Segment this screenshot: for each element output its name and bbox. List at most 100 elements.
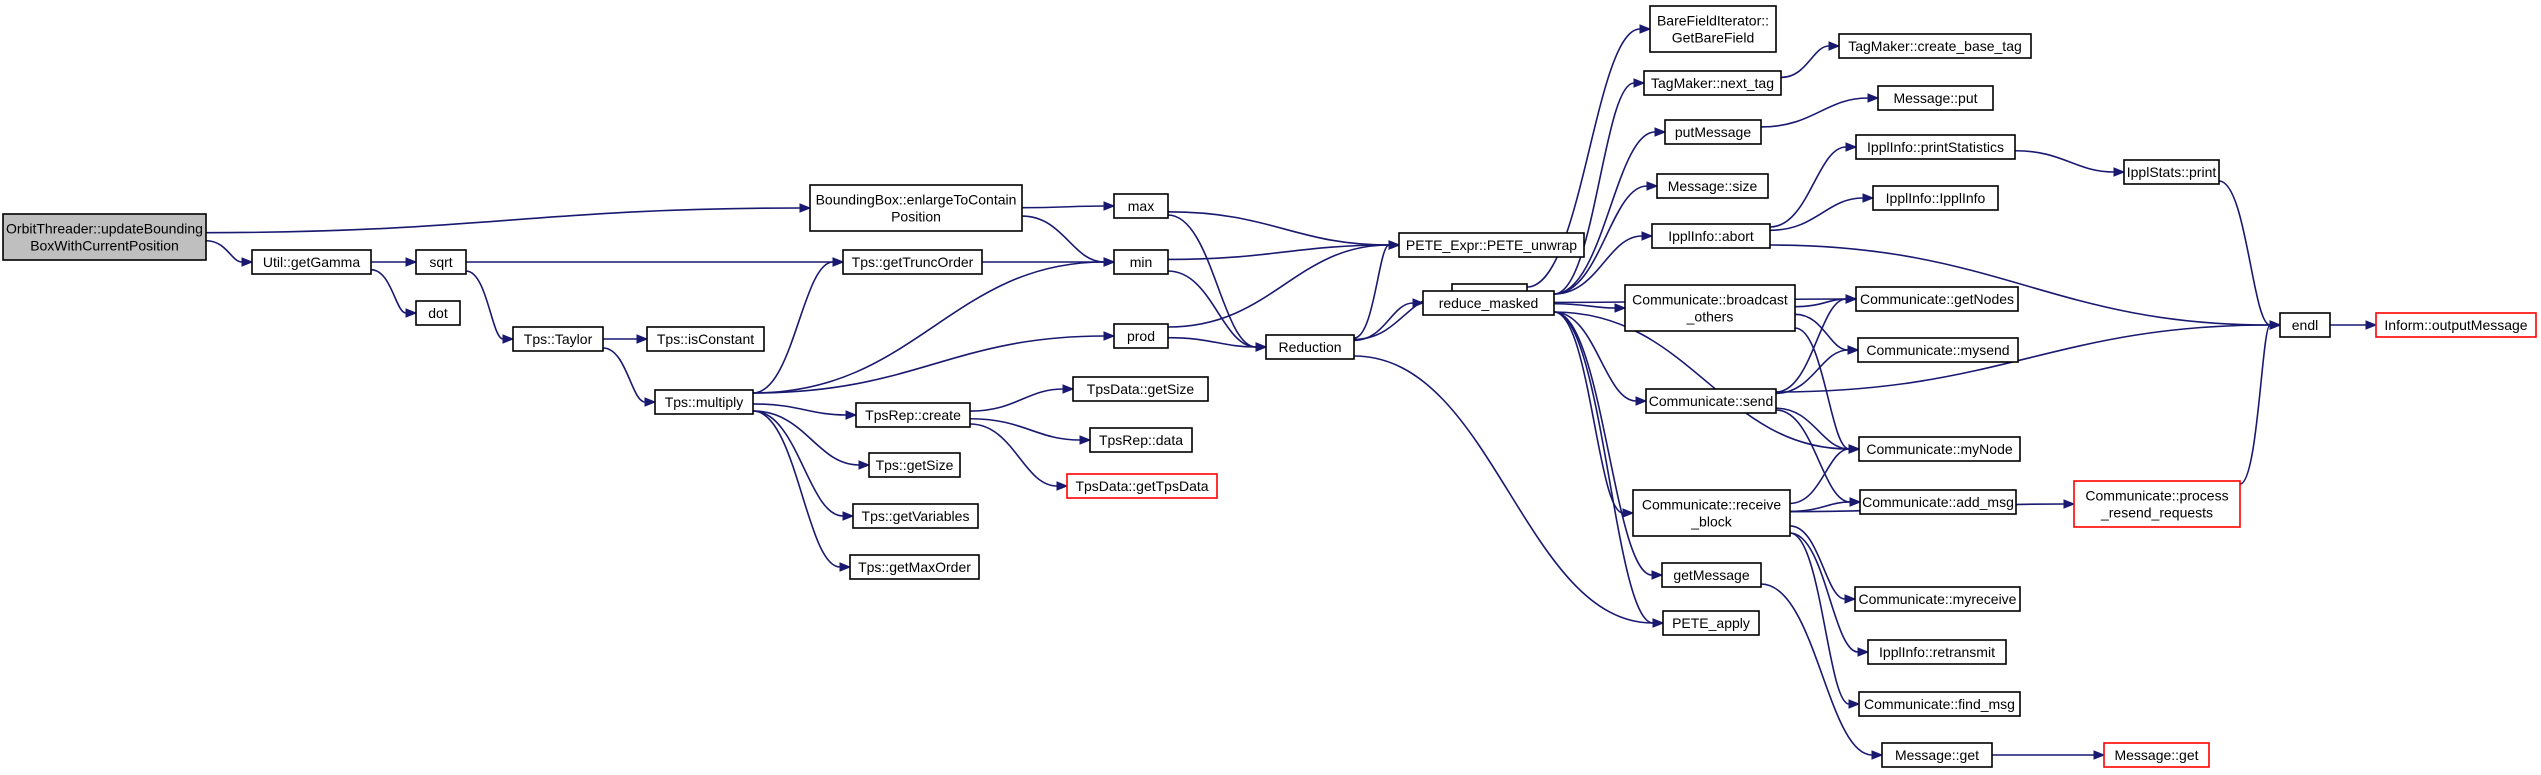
edge-reduce_masked-to-comm_send bbox=[1553, 311, 1648, 406]
node-message-get[interactable]: Message::get bbox=[1881, 742, 1993, 768]
node-tps-isconstant[interactable]: Tps::isConstant bbox=[646, 326, 765, 352]
node-reduction[interactable]: Reduction bbox=[1265, 334, 1355, 360]
node-comm-send[interactable]: Communicate::send bbox=[1645, 388, 1777, 414]
node-message-size[interactable]: Message::size bbox=[1656, 173, 1769, 199]
edge-line bbox=[602, 347, 646, 403]
node-label: Tps::Taylor bbox=[524, 331, 593, 347]
edge-reduce_masked-to-comm_receive bbox=[1553, 311, 1635, 518]
node-label: Tps::getVariables bbox=[862, 508, 970, 524]
node-ipplinfo-ipplinfo[interactable]: IpplInfo::IpplInfo bbox=[1872, 185, 1999, 211]
node-ipplinfo-printstats[interactable]: IpplInfo::printStatistics bbox=[1855, 134, 2016, 160]
arrowhead-icon bbox=[1848, 699, 1861, 709]
node-prod[interactable]: prod bbox=[1113, 323, 1169, 349]
edge-line bbox=[1021, 215, 1105, 263]
edge-line bbox=[1553, 302, 1616, 309]
node-pete-apply[interactable]: PETE_apply bbox=[1662, 610, 1760, 636]
node-box bbox=[852, 503, 979, 529]
node-box bbox=[1662, 610, 1760, 636]
arrowhead-icon bbox=[2093, 750, 2106, 760]
edge-line bbox=[752, 403, 847, 416]
arrowhead-icon bbox=[1103, 331, 1116, 341]
node-tps-taylor[interactable]: Tps::Taylor bbox=[512, 326, 604, 352]
arrowhead-icon bbox=[1639, 24, 1652, 34]
edge-line bbox=[1353, 355, 1654, 624]
node-tps-gettruncorder[interactable]: Tps::getTruncOrder bbox=[842, 249, 983, 275]
node-tpsdata-getsize[interactable]: TpsData::getSize bbox=[1072, 376, 1209, 402]
edge-line bbox=[1553, 131, 1656, 295]
node-util-getgamma[interactable]: Util::getGamma bbox=[251, 249, 372, 275]
edge-tps_gettruncorder-to-min bbox=[982, 257, 1116, 267]
node-message-get2[interactable]: Message::get bbox=[2103, 742, 2210, 768]
node-comm-getnodes[interactable]: Communicate::getNodes bbox=[1855, 286, 2019, 312]
node-endl[interactable]: endl bbox=[2279, 312, 2331, 338]
node-sqrt[interactable]: sqrt bbox=[415, 249, 467, 275]
node-label: TagMaker::create_base_tag bbox=[1848, 38, 2022, 54]
node-label: _resend_requests bbox=[2100, 505, 2213, 521]
node-reduce-masked[interactable]: reduce_masked bbox=[1422, 290, 1555, 316]
edge-line bbox=[752, 335, 1105, 394]
node-tpsrep-data[interactable]: TpsRep::data bbox=[1089, 427, 1193, 453]
arrowhead-icon bbox=[1255, 342, 1268, 352]
node-box bbox=[1066, 473, 1218, 499]
edge-comm_process-to-endl bbox=[2239, 320, 2282, 485]
node-comm-findmsg[interactable]: Communicate::find_msg bbox=[1858, 691, 2021, 717]
node-comm-addmsg[interactable]: Communicate::add_msg bbox=[1859, 489, 2017, 515]
edge-tps_multiply-to-tps_getmaxorder bbox=[752, 410, 852, 572]
node-tps-getvariables[interactable]: Tps::getVariables bbox=[852, 503, 979, 529]
node-dot[interactable]: dot bbox=[415, 300, 461, 326]
node-tps-multiply[interactable]: Tps::multiply bbox=[654, 389, 754, 415]
node-message-put[interactable]: Message::put bbox=[1877, 85, 1994, 111]
node-comm-broadcast[interactable]: Communicate::broadcast_others bbox=[1624, 284, 1796, 332]
node-inform-output[interactable]: Inform::outputMessage bbox=[2375, 312, 2537, 338]
node-ipplinfo-abort[interactable]: IpplInfo::abort bbox=[1651, 223, 1771, 249]
node-ipplstats-print[interactable]: IpplStats::print bbox=[2123, 159, 2220, 185]
node-min[interactable]: min bbox=[1113, 249, 1169, 275]
node-putmessage[interactable]: putMessage bbox=[1664, 119, 1762, 145]
node-comm-myreceive[interactable]: Communicate::myreceive bbox=[1854, 586, 2021, 612]
node-tagmaker-create[interactable]: TagMaker::create_base_tag bbox=[1838, 33, 2032, 59]
edge-line bbox=[1167, 211, 1390, 246]
node-label: Communicate::mysend bbox=[1866, 342, 2009, 358]
node-ipplinfo-retransmit[interactable]: IpplInfo::retransmit bbox=[1867, 639, 2007, 665]
node-label: Message::put bbox=[1893, 90, 1977, 106]
edge-line bbox=[752, 410, 841, 568]
edge-sqrt-to-tps_taylor bbox=[465, 270, 515, 344]
edge-putmessage-to-message_put bbox=[1760, 93, 1880, 128]
node-box bbox=[1838, 33, 2032, 59]
node-max[interactable]: max bbox=[1113, 193, 1169, 219]
node-comm-mysend[interactable]: Communicate::mysend bbox=[1857, 337, 2019, 363]
node-tpsdata-gettpsdata[interactable]: TpsData::getTpsData bbox=[1066, 473, 1218, 499]
edge-line bbox=[1553, 235, 1643, 295]
node-pete-unwrap[interactable]: PETE_Expr::PETE_unwrap bbox=[1398, 232, 1585, 258]
node-box bbox=[1089, 427, 1193, 453]
node-comm-receive[interactable]: Communicate::receive_block bbox=[1632, 489, 1791, 537]
node-barefield[interactable]: BareFieldIterator::GetBareField bbox=[1649, 5, 1777, 53]
node-tpsrep-create[interactable]: TpsRep::create bbox=[855, 402, 971, 428]
edge-tpsrep_create-to-tpsdata_gettpsdata bbox=[969, 423, 1069, 491]
node-box bbox=[1867, 639, 2007, 665]
node-getmessage[interactable]: getMessage bbox=[1661, 562, 1762, 588]
arrowhead-icon bbox=[1062, 384, 1075, 394]
node-tagmaker-next[interactable]: TagMaker::next_tag bbox=[1643, 70, 1782, 96]
node-box bbox=[1113, 323, 1169, 349]
edge-line bbox=[1353, 244, 1390, 339]
edge-line bbox=[1789, 525, 1846, 600]
node-tps-getsize[interactable]: Tps::getSize bbox=[868, 452, 961, 478]
node-root[interactable]: OrbitThreader::updateBoundingBoxWithCurr… bbox=[2, 213, 207, 261]
node-label: Message::get bbox=[2114, 747, 2198, 763]
node-label: sqrt bbox=[429, 254, 452, 270]
node-box bbox=[1422, 290, 1555, 316]
edge-tpsrep_create-to-tpsrep_data bbox=[969, 417, 1092, 445]
node-comm-mynode[interactable]: Communicate::myNode bbox=[1858, 436, 2021, 462]
node-tps-getmaxorder[interactable]: Tps::getMaxOrder bbox=[849, 554, 980, 580]
node-box bbox=[2375, 312, 2537, 338]
edge-reduce_masked-to-message_size bbox=[1553, 181, 1659, 295]
arrowhead-icon bbox=[1633, 78, 1646, 88]
edge-reduce_masked-to-ipplinfo_abort bbox=[1553, 231, 1654, 295]
node-label: prod bbox=[1127, 328, 1155, 344]
edge-comm_receive-to-comm_myreceive bbox=[1789, 525, 1857, 604]
arrowhead-icon bbox=[1845, 142, 1858, 152]
node-label: Position bbox=[891, 209, 941, 225]
node-comm-process[interactable]: Communicate::process_resend_requests bbox=[2073, 480, 2241, 528]
